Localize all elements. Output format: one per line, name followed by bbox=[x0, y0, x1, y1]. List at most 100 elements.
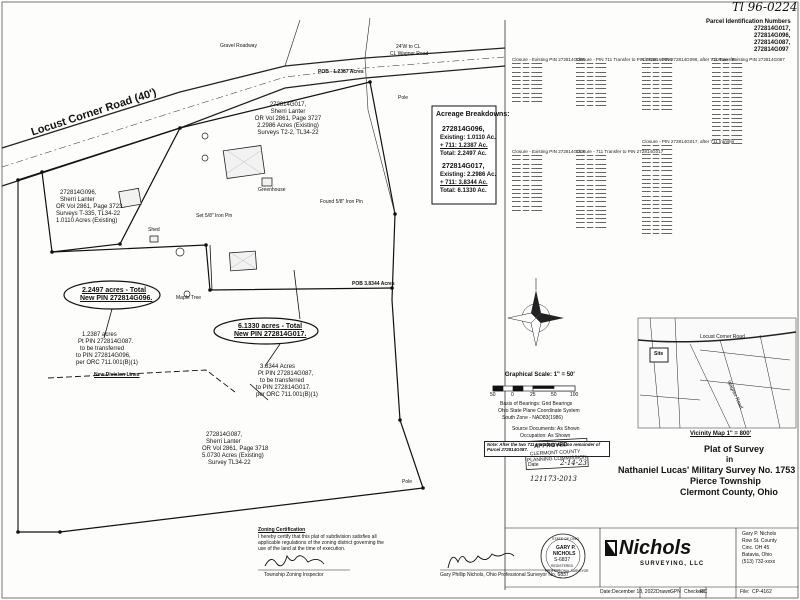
closure-table-row: ▬▬▬▬ ▬▬▬ ▬▬▬▬▬ bbox=[576, 200, 607, 205]
contact-2: Row St. County bbox=[742, 538, 777, 544]
callout-096-total: 2.2497 acres - Total bbox=[82, 287, 147, 294]
closure-table-row: ▬▬▬▬ ▬▬▬ ▬▬▬▬▬ bbox=[576, 166, 607, 171]
parcel-096-id: 272814G096, bbox=[60, 190, 97, 196]
vicinity-map bbox=[637, 317, 797, 429]
scale-tick-2: 0 bbox=[511, 392, 514, 398]
closure-table-row: ▬▬▬▬ ▬▬▬ ▬▬▬▬▬ bbox=[512, 70, 543, 75]
seal-line-4: S-6837 bbox=[554, 557, 571, 563]
closure-table-row: ▬▬▬▬ ▬▬▬ ▬▬▬▬▬ bbox=[642, 198, 673, 203]
zoning-sig-label: Township Zoning Inspector bbox=[264, 572, 324, 578]
closure-table-row: ▬▬▬▬ ▬▬▬ ▬▬▬▬▬ bbox=[576, 66, 607, 71]
footer-date: December 18, 2022 bbox=[612, 589, 656, 595]
closure-table-row: ▬▬▬▬ ▬▬▬ ▬▬▬▬▬ bbox=[642, 186, 673, 191]
closure-table-row: ▬▬▬▬ ▬▬▬ ▬▬▬▬▬ bbox=[642, 91, 673, 96]
pin-2: 272814G096, bbox=[754, 33, 791, 39]
contact-3: Cinc. OH 45 bbox=[742, 545, 770, 551]
closure-table-row: ▬▬▬▬ ▬▬▬ ▬▬▬▬▬ bbox=[642, 224, 673, 229]
occupation: Occupation: As Shown bbox=[520, 433, 571, 439]
source-docs: Source Documents: As Shown bbox=[512, 426, 580, 432]
parcel-096-owner: Sherri Lanter bbox=[60, 197, 95, 203]
acreage-017-total: Total: 6.1330 Ac. bbox=[440, 188, 487, 194]
closure-table-row: ▬▬▬▬ ▬▬▬ ▬▬▬▬▬ bbox=[642, 203, 673, 208]
north-arrow-icon bbox=[507, 278, 564, 347]
closure-table-row: ▬▬▬▬ ▬▬▬ ▬▬▬▬▬ bbox=[642, 182, 673, 187]
pole-label-2: Pole bbox=[402, 479, 413, 485]
closure-table-row: ▬▬▬▬ ▬▬▬ ▬▬▬▬▬ bbox=[642, 108, 673, 113]
closure-table-row: ▬▬▬▬ ▬▬▬ ▬▬▬▬▬ bbox=[642, 207, 673, 212]
road-label-gravel: Gravel Roadway bbox=[220, 43, 257, 49]
closure-table-row: ▬▬▬▬ ▬▬▬ ▬▬▬▬▬ bbox=[576, 74, 607, 79]
barn bbox=[228, 250, 258, 272]
shed-building bbox=[149, 235, 159, 243]
closure-table-row: ▬▬▬▬ ▬▬▬ ▬▬▬▬▬ bbox=[512, 79, 543, 84]
title-line-4: Pierce Township bbox=[690, 476, 761, 486]
closure-table-row: ▬▬▬▬ ▬▬▬ ▬▬▬▬▬ bbox=[576, 79, 607, 84]
closure-table-row: ▬▬▬▬ ▬▬▬ ▬▬▬▬▬ bbox=[712, 70, 743, 75]
closure-table-row: ▬▬▬▬ ▬▬▬ ▬▬▬▬▬ bbox=[642, 70, 673, 75]
closure-table-row: ▬▬▬▬ ▬▬▬ ▬▬▬▬▬ bbox=[712, 137, 743, 142]
closure-table-row: ▬▬▬▬ ▬▬▬ ▬▬▬▬▬ bbox=[642, 173, 673, 178]
closure-table: Closure - PIN 272814G017, after 711 tran… bbox=[642, 139, 735, 237]
closure-table-row: ▬▬▬▬ ▬▬▬ ▬▬▬▬▬ bbox=[576, 87, 607, 92]
closure-table-row: ▬▬▬▬ ▬▬▬ ▬▬▬▬▬ bbox=[576, 225, 607, 230]
closure-table-row: ▬▬▬▬ ▬▬▬ ▬▬▬▬▬ bbox=[576, 179, 607, 184]
closure-table-row: ▬▬▬▬ ▬▬▬ ▬▬▬▬▬ bbox=[576, 221, 607, 226]
road-label-wagner: CL Wagner Road bbox=[390, 51, 429, 57]
parcel-017-survey: Surveys T2-2, TL34-22 bbox=[257, 130, 319, 136]
closure-table-row: ▬▬▬▬ ▬▬▬ ▬▬▬▬▬ bbox=[576, 192, 607, 197]
closure-table-row: ▬▬▬▬ ▬▬▬ ▬▬▬▬▬ bbox=[642, 169, 673, 174]
closure-table-row: ▬▬▬▬ ▬▬▬ ▬▬▬▬▬ bbox=[712, 121, 743, 126]
seal-line-2: GARY P. bbox=[556, 545, 576, 551]
closure-table-row: ▬▬▬▬ ▬▬▬ ▬▬▬▬▬ bbox=[512, 158, 543, 163]
sheet-number: Tl 96-0224 bbox=[732, 0, 798, 14]
seal-line-3: NICHOLS bbox=[553, 551, 576, 557]
closure-table-row: ▬▬▬▬ ▬▬▬ ▬▬▬▬▬ bbox=[642, 95, 673, 100]
parcel-096-survey: Surveys T-335, TL34-22 bbox=[56, 211, 121, 217]
transfer-096-pin: Pt PIN 272814G087. bbox=[78, 339, 134, 345]
closure-table-row: ▬▬▬▬ ▬▬▬ ▬▬▬▬▬ bbox=[576, 187, 607, 192]
scale-tick-1: 50 bbox=[490, 392, 496, 398]
closure-table-row: ▬▬▬▬ ▬▬▬ ▬▬▬▬▬ bbox=[642, 144, 673, 149]
closure-table-row: ▬▬▬▬ ▬▬▬ ▬▬▬▬▬ bbox=[512, 154, 543, 159]
closure-table-row: ▬▬▬▬ ▬▬▬ ▬▬▬▬▬ bbox=[642, 161, 673, 166]
closure-table-row: ▬▬▬▬ ▬▬▬ ▬▬▬▬▬ bbox=[512, 183, 543, 188]
nichols-logo-icon bbox=[605, 540, 617, 556]
seal-line-5: REGISTERED bbox=[551, 564, 574, 568]
parcel-087-acres: 5.0730 Acres (Existing) bbox=[202, 453, 264, 459]
closure-table-row: ▬▬▬▬ ▬▬▬ ▬▬▬▬▬ bbox=[712, 62, 743, 67]
basis-line-2: Ohio State Plane Coordinate System bbox=[498, 408, 580, 414]
closure-table-row: ▬▬▬▬ ▬▬▬ ▬▬▬▬▬ bbox=[642, 66, 673, 71]
closure-table: Closure - Existing PIN 272814G087▬▬▬▬ ▬▬… bbox=[712, 57, 785, 146]
pin-4: 272814G097 bbox=[754, 47, 789, 53]
closure-table-row: ▬▬▬▬ ▬▬▬ ▬▬▬▬▬ bbox=[576, 95, 607, 100]
buildings bbox=[118, 145, 273, 272]
closure-table-row: ▬▬▬▬ ▬▬▬ ▬▬▬▬▬ bbox=[642, 156, 673, 161]
closure-table-row: ▬▬▬▬ ▬▬▬ ▬▬▬▬▬ bbox=[512, 91, 543, 96]
seal-line-6: PROFESSIONAL SURVEYOR bbox=[545, 569, 589, 573]
closure-table: Closure - PIN 711 Transfer to PIN 272814… bbox=[576, 57, 672, 108]
scale-tick-4: 50 bbox=[551, 392, 557, 398]
closure-table-row: ▬▬▬▬ ▬▬▬ ▬▬▬▬▬ bbox=[576, 213, 607, 218]
acreage-box bbox=[431, 105, 497, 205]
closure-table-row: ▬▬▬▬ ▬▬▬ ▬▬▬▬▬ bbox=[712, 95, 743, 100]
title-block bbox=[505, 527, 798, 598]
closure-table-row: ▬▬▬▬ ▬▬▬ ▬▬▬▬▬ bbox=[642, 87, 673, 92]
company-sub: SURVEYING, LLC bbox=[640, 561, 705, 567]
callout-096-newpin: New PIN 272814G096. bbox=[80, 295, 153, 302]
callout-017-total: 6.1330 acres - Total bbox=[238, 323, 303, 330]
closure-table-row: ▬▬▬▬ ▬▬▬ ▬▬▬▬▬ bbox=[512, 187, 543, 192]
parcel-096-acres: 1.0110 Acres (Existing) bbox=[56, 218, 118, 224]
closure-table-row: ▬▬▬▬ ▬▬▬ ▬▬▬▬▬ bbox=[712, 112, 743, 117]
closure-table-row: ▬▬▬▬ ▬▬▬ ▬▬▬▬▬ bbox=[512, 171, 543, 176]
parcel-boundaries bbox=[17, 81, 424, 533]
closure-table-row: ▬▬▬▬ ▬▬▬ ▬▬▬▬▬ bbox=[512, 192, 543, 197]
scale-tick-3: 25 bbox=[530, 392, 536, 398]
zoning-text-3: use of the land at the time of execution… bbox=[258, 546, 346, 552]
closure-table-row: ▬▬▬▬ ▬▬▬ ▬▬▬▬▬ bbox=[642, 228, 673, 233]
closure-table-row: ▬▬▬▬ ▬▬▬ ▬▬▬▬▬ bbox=[642, 74, 673, 79]
acreage-096-total: Total: 2.2497 Ac. bbox=[440, 151, 487, 157]
closure-table-row: ▬▬▬▬ ▬▬▬ ▬▬▬▬▬ bbox=[576, 91, 607, 96]
transfer-096-line4: to PIN 272814G096, bbox=[76, 353, 131, 359]
closure-table-title: Closure - PIN 272814G017, after 711 tran… bbox=[642, 139, 735, 144]
